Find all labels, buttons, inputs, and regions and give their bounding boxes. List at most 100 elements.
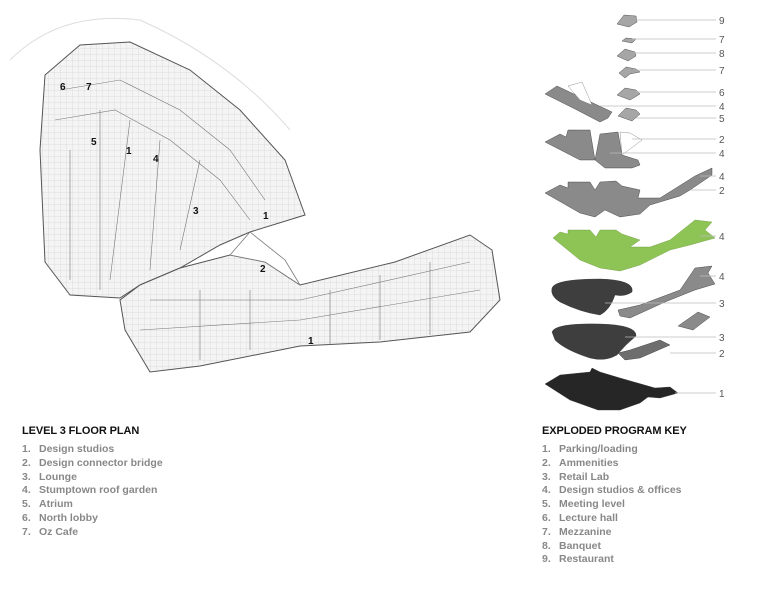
legend-label: Atrium (39, 498, 73, 511)
callout: 4 (719, 172, 725, 183)
legend-item: 9. Restaurant (542, 553, 687, 567)
legend-number: 4. (22, 484, 31, 497)
legend-item: 5. Atrium (22, 498, 163, 512)
plan-marker: 5 (91, 137, 97, 148)
slab-studios-level1 (617, 265, 716, 319)
program-key-title: EXPLODED PROGRAM KEY (542, 425, 687, 437)
legend-label: Parking/loading (559, 443, 638, 455)
legend-label: Lecture hall (559, 511, 618, 524)
callout: 2 (719, 186, 725, 197)
legend-number: 5. (22, 498, 31, 511)
plan-marker: 1 (126, 146, 132, 157)
callout: 1 (719, 389, 725, 400)
slab-retail-lab-upper (551, 278, 633, 316)
legend-number: 2. (542, 456, 551, 469)
slab-studios-roof-garden (552, 219, 716, 272)
legend-label: Design studios & offices (559, 484, 682, 497)
callout: 2 (719, 349, 725, 360)
callout: 2 (719, 135, 725, 146)
callout: 5 (719, 114, 725, 125)
legend-number: 5. (542, 498, 551, 511)
callout: 4 (719, 102, 725, 113)
slab-mezzanine-lower (618, 66, 641, 79)
plan-marker: 1 (308, 336, 314, 347)
legend-label: Banquet (559, 539, 601, 552)
floor-plan: 6 7 5 1 4 3 1 2 1 (9, 17, 501, 373)
legend-number: 7. (22, 525, 31, 538)
legend-item: 5. Meeting level (542, 498, 687, 512)
legend-item: 1. Design studios (22, 443, 163, 457)
plan-marker: 1 (263, 211, 269, 222)
plan-marker: 2 (260, 264, 266, 275)
plan-marker: 7 (86, 82, 92, 93)
callout: 4 (719, 149, 725, 160)
legend-label: Design connector bridge (39, 456, 163, 469)
legend-item: 8. Banquet (542, 540, 687, 554)
legend-number: 3. (22, 470, 31, 483)
floor-plan-legend: LEVEL 3 FLOOR PLAN 1. Design studios 2. Des… (22, 425, 163, 540)
slab-parking (544, 367, 679, 411)
slab-lecture-hall (616, 87, 641, 101)
legend-label: North lobby (39, 511, 98, 524)
legend-number: 2. (22, 456, 31, 469)
legend-item: 7.Mezzanine (542, 526, 687, 540)
slab-studios-level4 (544, 129, 641, 169)
callout: 9 (719, 16, 725, 27)
slab-meeting-level (617, 107, 641, 122)
callout: 4 (719, 232, 725, 243)
legend-item: 6.North lobby (22, 512, 163, 526)
exploded-axon (544, 14, 716, 411)
legend-item: 2. Design connector bridge (22, 457, 163, 471)
floor-plan-title: LEVEL 3 FLOOR PLAN (22, 425, 140, 437)
legend-number: 1. (22, 443, 31, 455)
legend-number: 3. (542, 470, 551, 483)
legend-item: 6. Lecture hall (542, 512, 687, 526)
slab-studios-level5 (544, 85, 613, 123)
callout: 3 (719, 299, 725, 310)
legend-label: Restaurant (559, 553, 614, 566)
legend-label: Retail Lab (559, 470, 610, 483)
plan-marker: 6 (60, 82, 66, 93)
legend-item: 2. Ammenities (542, 457, 687, 471)
legend-item: 1. Parking/loading (542, 443, 687, 457)
callout: 7 (719, 35, 725, 46)
callout: 7 (719, 66, 725, 77)
slab-amenities-small (677, 311, 711, 331)
callout-leaders (600, 19, 716, 394)
legend-number: 1. (542, 443, 551, 455)
legend-label: Mezzanine (559, 525, 612, 538)
callout: 6 (719, 88, 725, 99)
slab-amenities-ground (617, 339, 671, 361)
callout: 4 (719, 272, 725, 283)
legend-number: 4. (542, 484, 551, 497)
legend-label: Stumptown roof garden (39, 484, 158, 497)
slab-banquet (616, 48, 637, 62)
plan-marker: 4 (153, 154, 159, 165)
legend-label: Lounge (39, 470, 77, 483)
legend-label: Design studios (39, 443, 115, 455)
callout: 3 (719, 333, 725, 344)
slab-restaurant (616, 14, 638, 28)
slab-retail-lab-lower (551, 323, 637, 360)
plan-marker: 3 (193, 206, 199, 217)
legend-number: 8. (542, 539, 551, 552)
program-key-legend: EXPLODED PROGRAM KEY 1. Parking/loading 2.… (542, 425, 687, 567)
legend-label: Meeting level (559, 498, 625, 511)
slab-amenities-bridge (619, 131, 643, 156)
callout: 8 (719, 49, 725, 60)
legend-item: 3. Lounge (22, 471, 163, 485)
slab-studios-level3 (544, 167, 713, 218)
legend-item: 4. Stumptown roof garden (22, 484, 163, 498)
legend-label: Ammenities (559, 456, 619, 469)
plan-north-wing (39, 41, 306, 299)
slab-amenities-white (567, 81, 593, 106)
plan-bridge (229, 231, 301, 286)
legend-item: 3. Retail Lab (542, 471, 687, 485)
legend-number: 9. (542, 553, 551, 566)
legend-number: 6. (542, 511, 551, 524)
callout-numbers: 9 7 8 7 6 4 5 2 4 4 2 4 4 3 3 2 1 (719, 16, 725, 400)
legend-item: 4. Design studios & offices (542, 484, 687, 498)
legend-label: Oz Cafe (39, 525, 79, 538)
